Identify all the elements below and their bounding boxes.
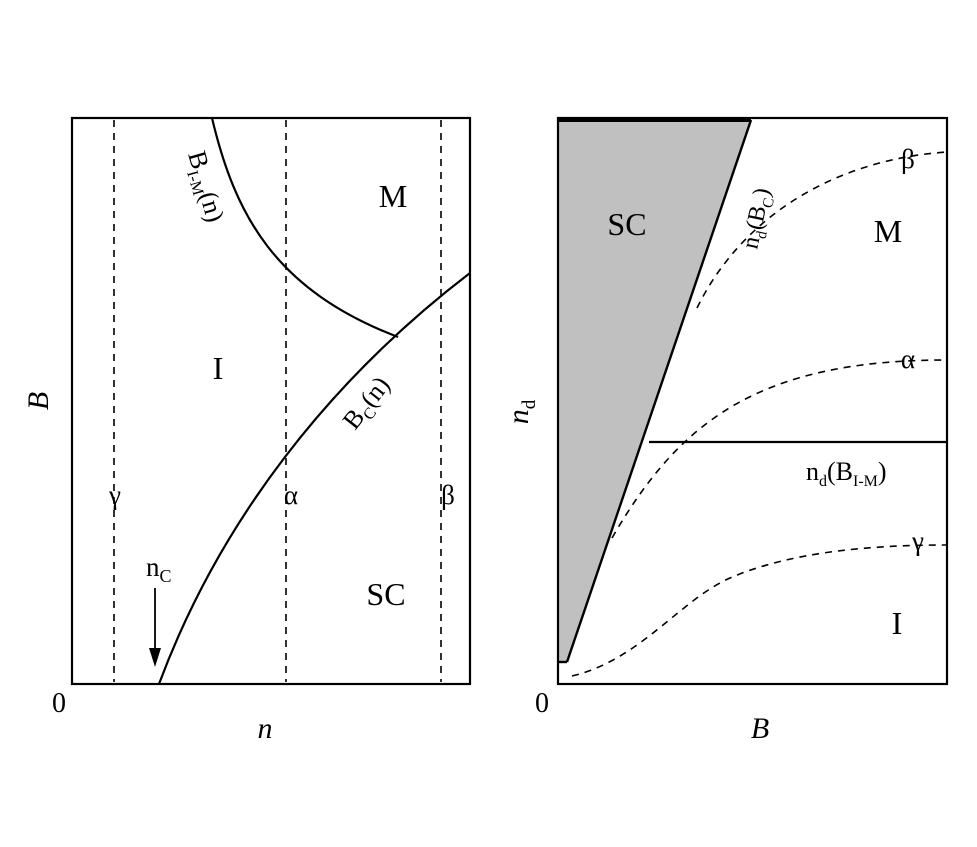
nd-bc-label: nd(BC) xyxy=(737,186,779,252)
nc-arrow-head xyxy=(149,648,161,667)
right-origin-label: 0 xyxy=(535,688,549,719)
left-path-beta-label: β xyxy=(441,480,455,510)
left-path-gamma-label: γ xyxy=(108,480,121,510)
right-plot-frame xyxy=(556,116,949,686)
right-x-axis-label: B xyxy=(751,712,769,745)
left-region-metal: M xyxy=(379,178,407,214)
sc-shaded-region xyxy=(559,120,751,662)
right-region-superconductor: SC xyxy=(607,206,646,242)
right-y-axis-label: nd xyxy=(502,399,540,424)
left-plot-frame xyxy=(70,116,472,686)
left-x-axis-label: n xyxy=(258,712,273,745)
bim-curve xyxy=(210,117,399,339)
bc-curve xyxy=(157,272,471,685)
left-origin-label: 0 xyxy=(52,688,66,719)
left-path-alpha-label: α xyxy=(284,480,298,510)
right-path-beta-curve xyxy=(696,151,948,309)
nd-bim-label: nd(BI-M) xyxy=(806,457,887,490)
left-panel: B n 0 M I SC γ α β nC BI-M(n) BC(n) xyxy=(22,116,472,745)
bc-curve-label: BC(n) xyxy=(337,371,399,437)
right-path-alpha-curve xyxy=(611,359,948,539)
right-region-insulator: I xyxy=(892,605,903,641)
right-region-metal: M xyxy=(874,213,902,249)
left-region-superconductor: SC xyxy=(366,576,405,612)
right-path-gamma-curve xyxy=(571,544,948,677)
right-path-beta-label: β xyxy=(901,144,915,174)
nc-label: nC xyxy=(146,552,172,586)
bim-curve-label: BI-M(n) xyxy=(178,148,230,227)
right-panel: nd B 0 SC M I β α γ nd(BI-M) nd(BC) xyxy=(502,116,949,745)
left-region-insulator: I xyxy=(213,350,224,386)
right-path-alpha-label: α xyxy=(901,344,915,374)
nd-bc-line xyxy=(565,119,753,663)
right-path-gamma-label: γ xyxy=(911,526,924,556)
left-y-axis-label: B xyxy=(22,392,55,410)
